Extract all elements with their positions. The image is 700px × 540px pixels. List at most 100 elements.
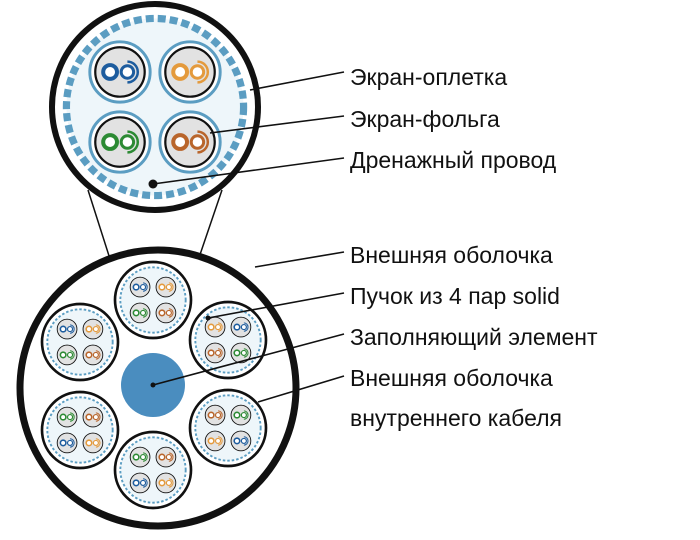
conductor bbox=[233, 323, 241, 331]
twisted-pair bbox=[129, 302, 151, 324]
leader-line bbox=[209, 115, 345, 134]
conductor bbox=[59, 325, 67, 333]
twisted-pair bbox=[56, 432, 78, 454]
conductor bbox=[171, 133, 190, 151]
twisted-pair bbox=[56, 406, 78, 428]
conductor bbox=[240, 437, 247, 445]
conductor bbox=[66, 439, 74, 447]
conductor-twist bbox=[127, 60, 139, 84]
conductor bbox=[189, 64, 206, 80]
braid-shield bbox=[119, 436, 187, 504]
leader-dot bbox=[150, 382, 156, 388]
conductor bbox=[214, 437, 222, 445]
twisted-pair bbox=[82, 432, 104, 454]
leader-line bbox=[249, 71, 345, 91]
leader-dot bbox=[205, 315, 211, 321]
conductor-twist bbox=[168, 452, 174, 462]
conductor bbox=[66, 413, 74, 421]
braid-shield bbox=[46, 396, 114, 464]
twisted-pair bbox=[230, 404, 252, 426]
leader-line bbox=[257, 375, 345, 403]
label-bundle: Пучок из 4 пар solid bbox=[350, 283, 560, 309]
leader-line bbox=[152, 157, 345, 185]
twisted-pair bbox=[82, 406, 104, 428]
twisted-pair bbox=[158, 40, 222, 104]
conductor bbox=[207, 437, 215, 445]
conductor bbox=[119, 134, 136, 150]
conductor bbox=[66, 325, 74, 333]
twisted-pair bbox=[155, 446, 177, 468]
conductor bbox=[214, 349, 222, 357]
conductor bbox=[158, 283, 166, 291]
conductor bbox=[158, 309, 166, 317]
label-filler: Заполняющий элемент bbox=[350, 324, 598, 350]
twisted-pair bbox=[129, 472, 151, 494]
conductor bbox=[92, 351, 99, 359]
conductor-twist bbox=[142, 452, 148, 462]
braid-shield bbox=[62, 14, 248, 200]
conductor bbox=[207, 349, 215, 357]
twisted-pair bbox=[82, 318, 104, 340]
label-braid-shield: Экран-оплетка bbox=[350, 64, 508, 90]
conductor bbox=[214, 411, 222, 419]
conductor bbox=[119, 64, 136, 80]
conductor-twist bbox=[217, 322, 223, 332]
conductor bbox=[207, 323, 215, 331]
twisted-pair bbox=[82, 344, 104, 366]
conductor bbox=[139, 479, 147, 487]
conductor bbox=[66, 351, 74, 359]
label-foil-shield: Экран-фольга bbox=[350, 106, 500, 132]
conductor-twist bbox=[127, 130, 139, 154]
conductor-twist bbox=[197, 130, 209, 154]
conductor bbox=[59, 351, 67, 359]
conductor-twist bbox=[69, 350, 75, 360]
conductor bbox=[165, 283, 172, 291]
conductor bbox=[101, 133, 119, 151]
conductor-twist bbox=[95, 438, 101, 448]
conductor bbox=[85, 413, 93, 421]
twisted-pair bbox=[230, 316, 252, 338]
conductor bbox=[158, 453, 166, 461]
twisted-pair bbox=[204, 316, 226, 338]
conductor-twist bbox=[217, 436, 223, 446]
conductor-twist bbox=[197, 60, 209, 84]
braid-shield bbox=[194, 306, 262, 374]
conductor bbox=[233, 437, 241, 445]
conductor bbox=[132, 479, 140, 487]
conductor bbox=[139, 453, 147, 461]
twisted-pair bbox=[129, 446, 151, 468]
conductor bbox=[189, 134, 206, 150]
conductor bbox=[132, 453, 140, 461]
braid-shield bbox=[46, 308, 114, 376]
conductor-twist bbox=[168, 282, 174, 292]
conductor-twist bbox=[168, 308, 174, 318]
conductor-twist bbox=[95, 350, 101, 360]
conductor bbox=[85, 439, 93, 447]
twisted-pair bbox=[88, 40, 152, 104]
conductor bbox=[92, 325, 99, 333]
conductor-twist bbox=[95, 412, 101, 422]
conductor-twist bbox=[142, 282, 148, 292]
bundle bbox=[113, 430, 193, 510]
bundle bbox=[188, 300, 268, 380]
conductor-twist bbox=[69, 324, 75, 334]
label-inner-jacket-1: Внешняя оболочка bbox=[350, 365, 553, 391]
conductor bbox=[207, 411, 215, 419]
label-inner-jacket-2: внутреннего кабеля bbox=[350, 405, 562, 431]
conductor bbox=[240, 323, 247, 331]
twisted-pair bbox=[155, 472, 177, 494]
conductor bbox=[92, 439, 99, 447]
label-outer-jacket: Внешняя оболочка bbox=[350, 242, 553, 268]
conductor-twist bbox=[217, 348, 223, 358]
twisted-pair bbox=[155, 276, 177, 298]
conductor-twist bbox=[95, 324, 101, 334]
conductor bbox=[165, 453, 172, 461]
twisted-pair bbox=[204, 404, 226, 426]
conductor-twist bbox=[142, 308, 148, 318]
twisted-pair bbox=[230, 342, 252, 364]
conductor bbox=[214, 323, 222, 331]
leader-dot bbox=[150, 181, 156, 187]
conductor bbox=[165, 309, 172, 317]
conductor bbox=[240, 349, 247, 357]
